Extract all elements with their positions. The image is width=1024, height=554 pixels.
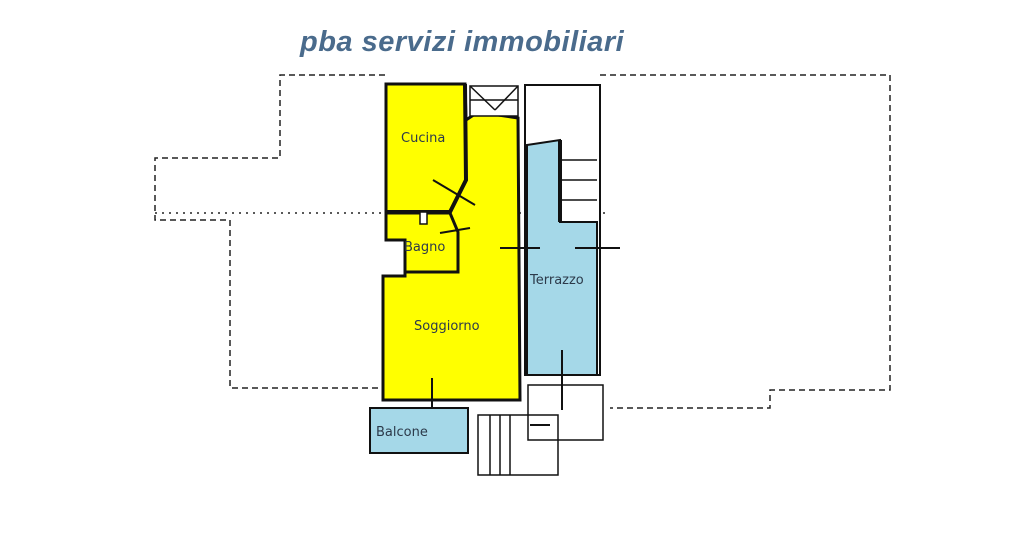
building-outline-dashed bbox=[154, 74, 891, 409]
stairs-top bbox=[469, 85, 519, 117]
brand-title: pba servizi immobiliari bbox=[300, 26, 625, 58]
room-label-balcone: Balcone bbox=[376, 425, 428, 440]
room-label-cucina: Cucina bbox=[401, 131, 445, 146]
room-fill-bagno bbox=[384, 211, 460, 274]
room-label-terrazzo: Terrazzo bbox=[529, 273, 584, 288]
room-label-soggiorno: Soggiorno bbox=[414, 319, 480, 334]
room-label-bagno: Bagno bbox=[404, 240, 445, 255]
room-fill-balcone bbox=[369, 407, 469, 454]
